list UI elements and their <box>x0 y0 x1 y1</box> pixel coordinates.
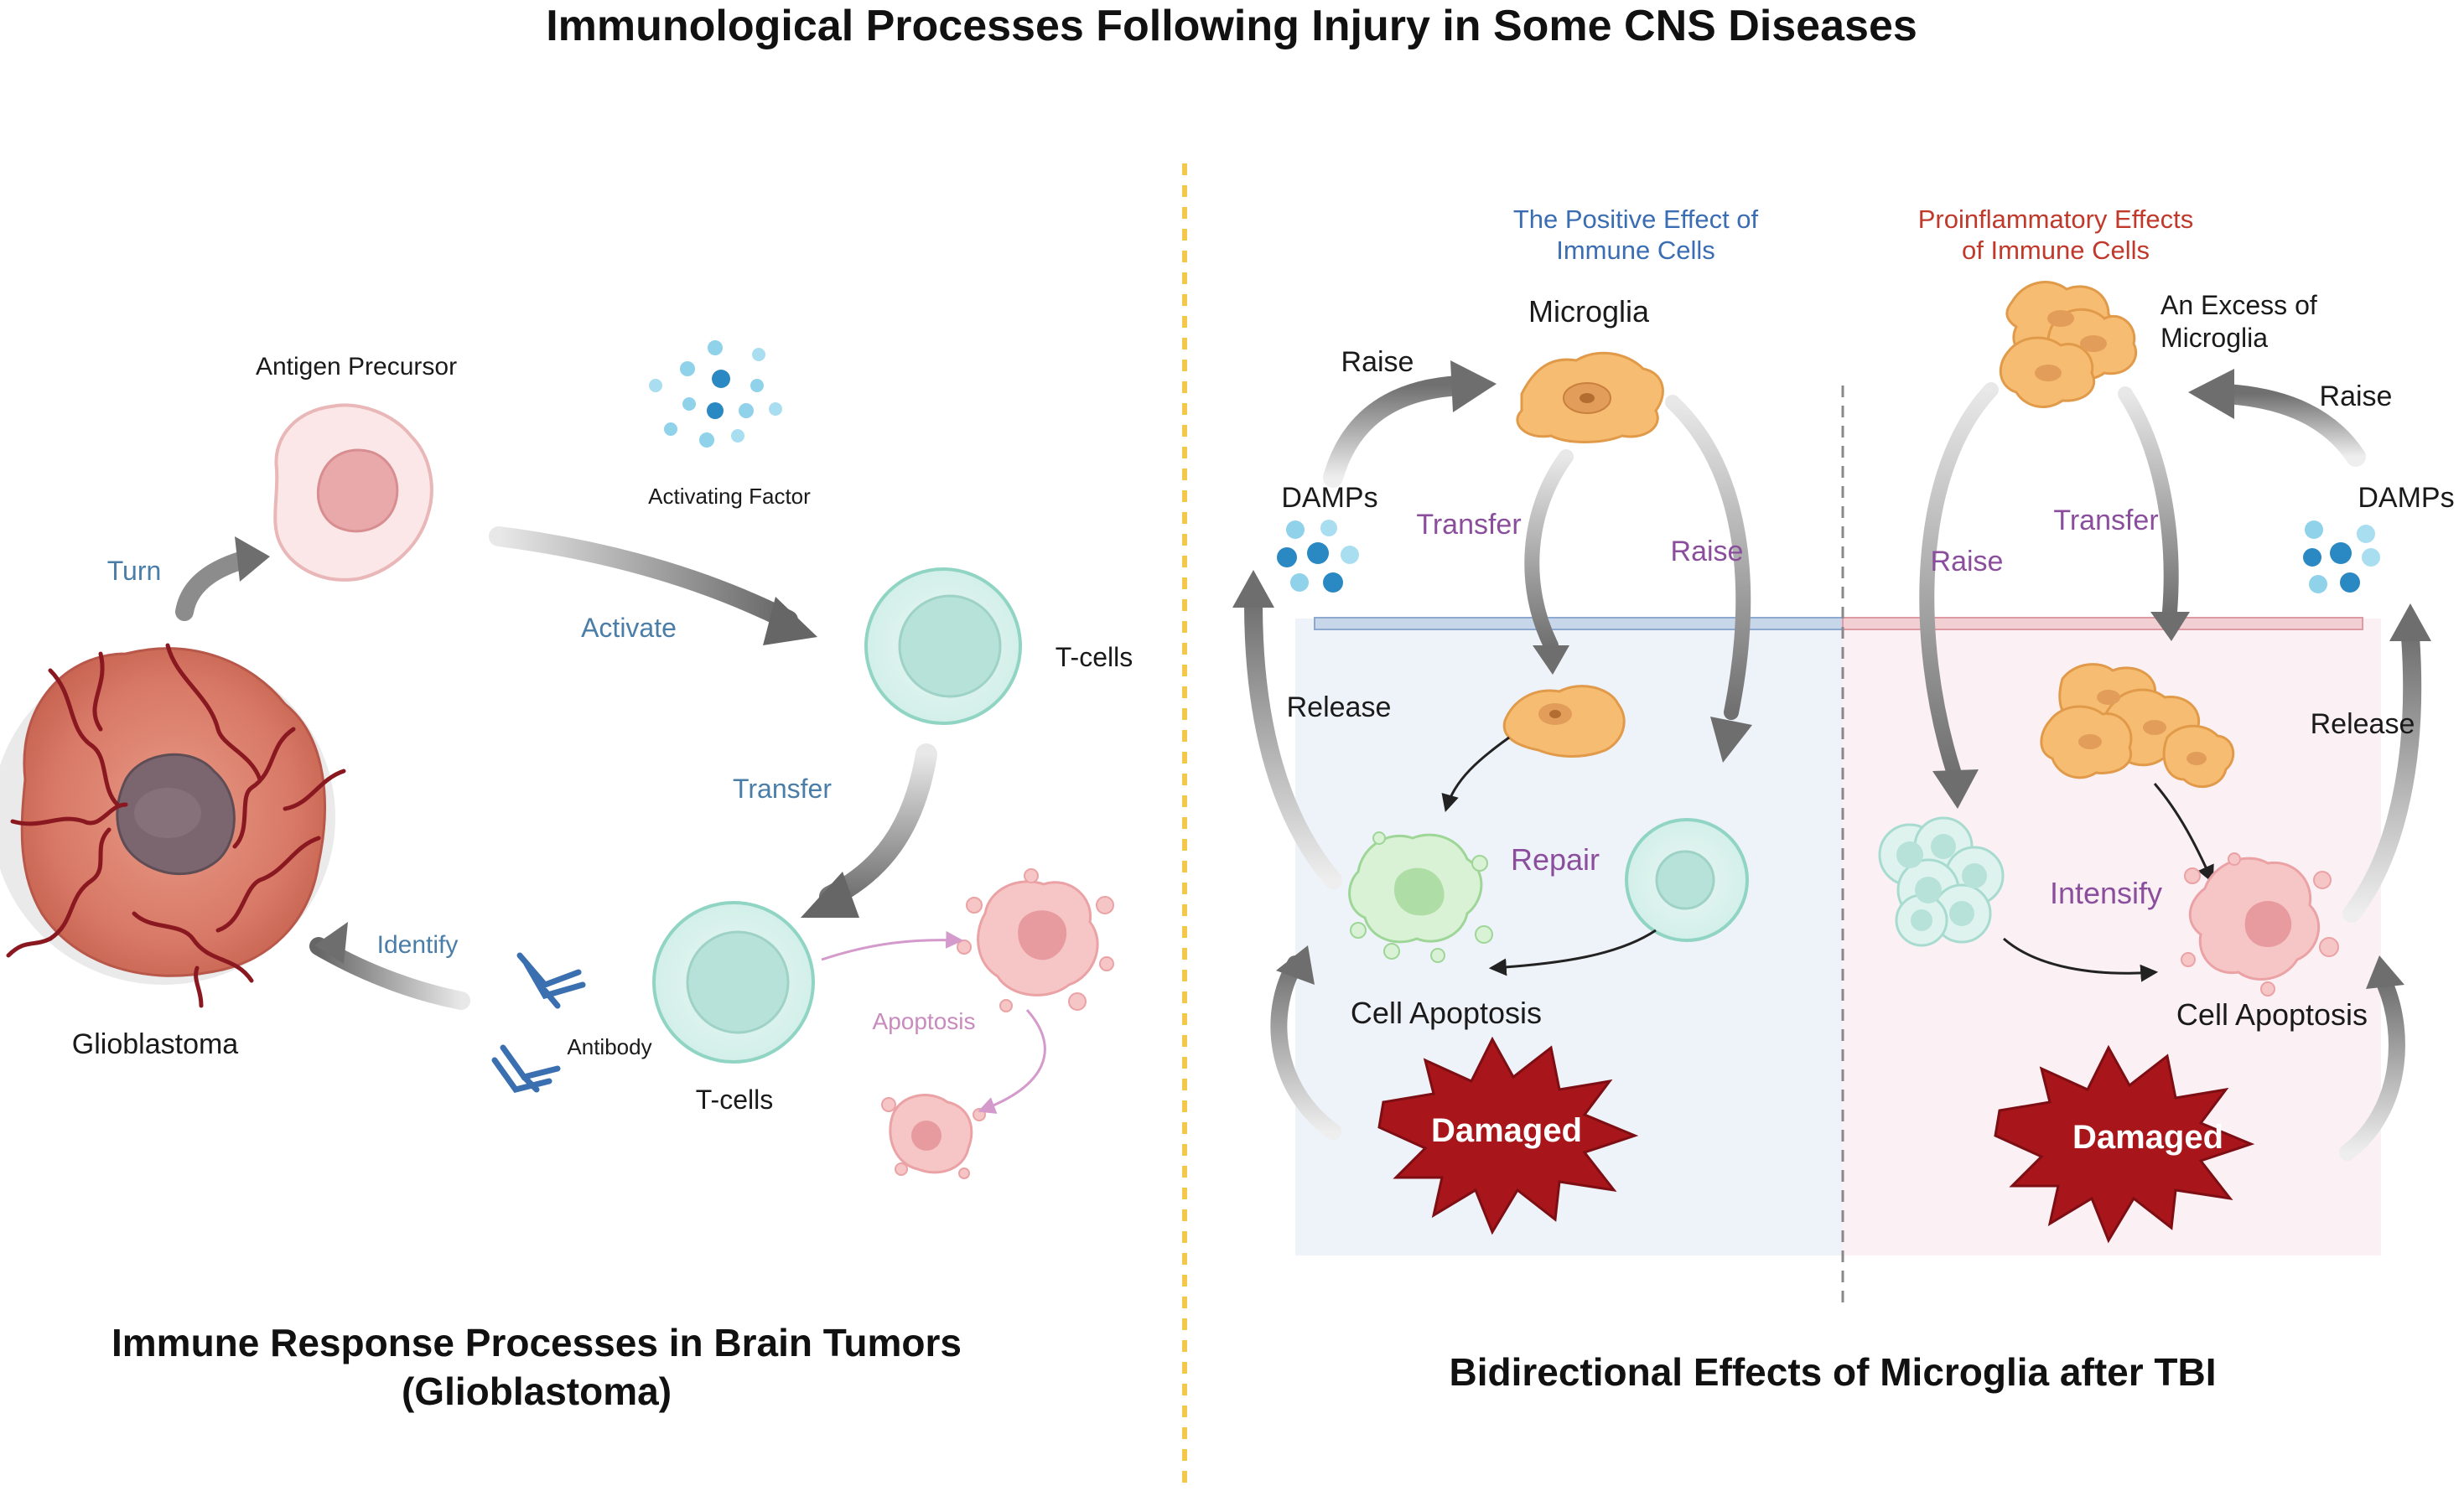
tcell-cluster-to-apoptosis-arrow <box>2003 937 2159 982</box>
microglia-cluster-icon <box>2040 663 2235 788</box>
raise-proinflammatory-mid-label: Raise <box>1931 546 2004 577</box>
damaged-positive-label: Damaged <box>1431 1112 1582 1149</box>
t-cell-to-apoptosis-arrow <box>1488 929 1657 976</box>
release-proinflammatory-label: Release <box>2311 708 2415 740</box>
left-caption-line1: Immune Response Processes in Brain Tumor… <box>112 1321 962 1364</box>
turn-label: Turn <box>107 556 162 586</box>
cell-apoptosis-positive-label: Cell Apoptosis <box>1351 996 1542 1030</box>
apoptotic-fragment-icon <box>881 1094 986 1179</box>
excess-microglia-line2: Microglia <box>2161 323 2268 353</box>
raise-top-right-label: Raise <box>2320 381 2393 412</box>
membrane-positive <box>1314 617 1844 630</box>
damaged-proinflammatory-label: Damaged <box>2072 1119 2223 1156</box>
damps-right-icon <box>2303 520 2380 593</box>
damaged-burst-proinflammatory-icon <box>1994 1044 2255 1244</box>
damaged-burst-positive-icon <box>1377 1036 1639 1235</box>
damps-left-icon <box>1277 520 1359 593</box>
t-cell-top-icon <box>864 567 1022 725</box>
transfer-label-left: Transfer <box>733 774 832 804</box>
microglia-to-repair-arrow <box>1441 736 1510 813</box>
glioblastoma-panel: Glioblastoma Turn Antigen Precursor <box>0 340 1133 1413</box>
tbi-panel: The Positive Effect of Immune Cells Proi… <box>1232 204 2455 1394</box>
damaged-arrow-positive <box>1270 955 1341 1140</box>
transfer-arrow-positive <box>1524 449 1574 653</box>
activating-factor-icon <box>649 340 782 448</box>
release-arrow-positive <box>1244 594 1342 889</box>
positive-heading-line1: The Positive Effect of <box>1513 204 1759 234</box>
membrane-proinflammatory <box>1842 617 2363 630</box>
release-arrow-proinflammatory <box>2342 628 2422 923</box>
apoptosis-arrow-1 <box>821 930 964 961</box>
apoptotic-cell-icon <box>957 868 1114 1012</box>
raise-arrow-top-right <box>2216 384 2366 467</box>
activating-factor-label: Activating Factor <box>648 484 811 509</box>
antibody-icon <box>491 952 586 1093</box>
raise-arrow-top-left <box>1323 375 1469 488</box>
raise-positive-mid-label: Raise <box>1671 536 1744 567</box>
left-caption-line2: (Glioblastoma) <box>402 1369 672 1413</box>
antigen-precursor-cell-icon <box>273 403 433 582</box>
transfer-arrow-proinflammatory <box>2118 386 2179 619</box>
proinflammatory-heading-line1: Proinflammatory Effects <box>1918 204 2193 234</box>
t-cells-top-label: T-cells <box>1056 642 1133 672</box>
cell-apoptosis-proinflammatory-label: Cell Apoptosis <box>2176 997 2368 1032</box>
figure-title: Immunological Processes Following Injury… <box>546 2 1917 50</box>
t-cell-bottom-icon <box>652 901 815 1064</box>
microglia-cell-icon <box>1516 351 1664 443</box>
apoptosis-label: Apoptosis <box>873 1008 976 1034</box>
transfer-positive-label: Transfer <box>1416 509 1521 541</box>
turn-arrow <box>175 551 252 621</box>
apoptosis-arrow-2 <box>978 1009 1046 1114</box>
identify-label: Identify <box>377 931 459 959</box>
repair-label: Repair <box>1511 842 1600 877</box>
positive-heading-line2: Immune Cells <box>1556 236 1715 265</box>
right-caption: Bidirectional Effects of Microglia after… <box>1449 1350 2216 1394</box>
apoptotic-cell-right-icon <box>2181 852 2339 997</box>
raise-arrow-proinflammatory-mid <box>1919 382 1999 779</box>
raise-arrow-positive-mid <box>1665 395 1751 720</box>
proinflammatory-heading-line2: of Immune Cells <box>1962 236 2150 265</box>
transfer-proinflammatory-label: Transfer <box>2053 505 2158 536</box>
activate-label: Activate <box>581 613 677 643</box>
excess-microglia-icon <box>1999 281 2137 408</box>
antibody-label: Antibody <box>567 1034 651 1059</box>
t-cell-cluster-icon <box>1878 816 2005 947</box>
cluster-to-apoptosis-arrow <box>2153 783 2214 883</box>
raise-top-left-label: Raise <box>1341 346 1414 378</box>
release-positive-label: Release <box>1287 691 1392 723</box>
damps-left-label: DAMPs <box>1281 482 1377 514</box>
glioblastoma-label: Glioblastoma <box>72 1028 239 1060</box>
t-cell-positive-icon <box>1625 818 1749 942</box>
excess-microglia-line1: An Excess of <box>2161 290 2317 320</box>
microglia-label: Microglia <box>1528 294 1650 329</box>
transfer-arrow-left <box>819 743 937 908</box>
damps-right-label: DAMPs <box>2358 482 2454 514</box>
damaged-arrow-proinflammatory <box>2339 976 2405 1161</box>
t-cells-bottom-label: T-cells <box>696 1085 773 1115</box>
repairing-cell-icon <box>1348 831 1493 963</box>
activate-arrow <box>489 526 798 630</box>
microglia-lower-icon <box>1502 685 1626 758</box>
intensify-label: Intensify <box>2050 876 2162 910</box>
antigen-precursor-label: Antigen Precursor <box>256 353 457 381</box>
glioblastoma-tumor-icon <box>0 643 346 1008</box>
